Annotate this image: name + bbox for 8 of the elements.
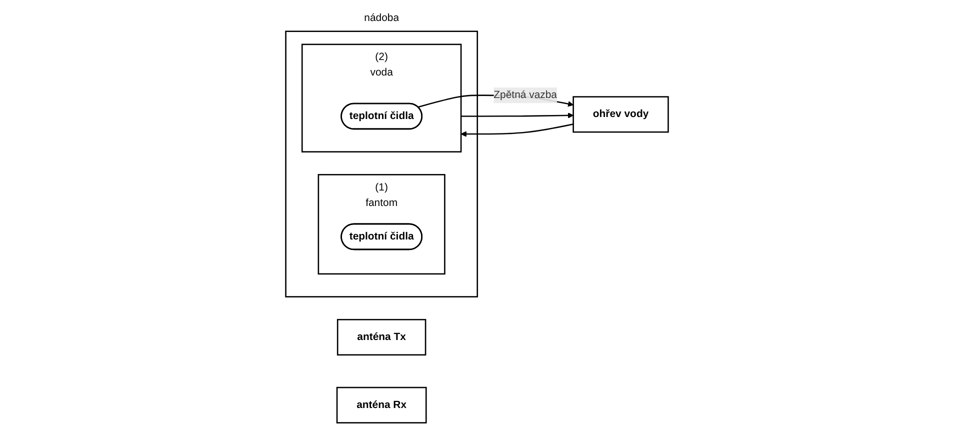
cluster: [285, 30, 478, 298]
node-label: nádoba: [364, 12, 399, 24]
edge-label: Zpětná vazba: [494, 89, 557, 101]
arrow: [460, 124, 574, 137]
node-box: ohřev vody: [572, 96, 669, 133]
node-box: anténa Rx: [336, 386, 427, 424]
node-box: anténa Tx: [336, 318, 426, 356]
arrow: [461, 112, 574, 118]
